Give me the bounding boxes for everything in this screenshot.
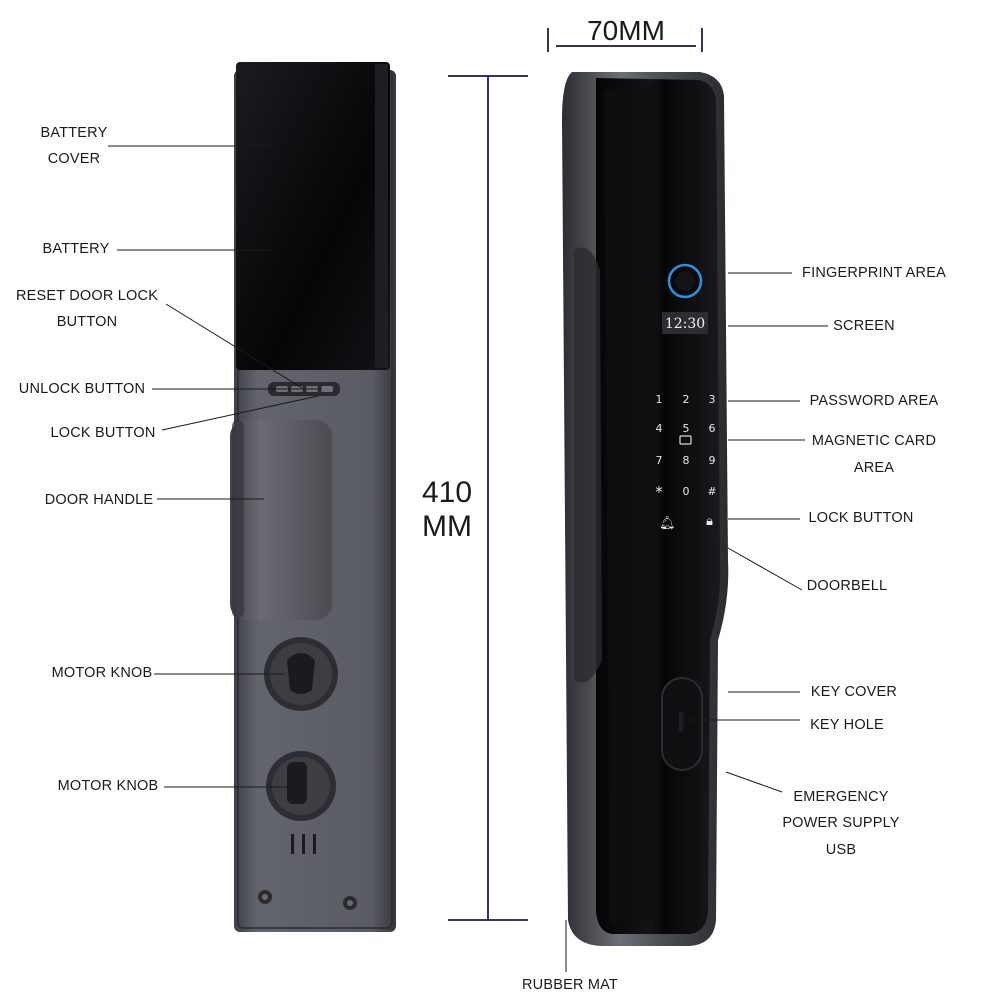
keypad-key: 1 [655,393,663,406]
height-dimension-label-line2: MM [422,510,472,543]
front-panel: 🔔︎ 🔒︎ [562,72,729,946]
label-battery-cover-1: BATTERY [40,125,108,141]
label-emergency-2: POWER SUPPLY [782,815,900,831]
label-motor-knob-2: MOTOR KNOB [57,778,159,794]
label-fingerprint-area: FINGERPRINT AREA [802,265,946,281]
label-door-handle: DOOR HANDLE [44,492,154,508]
label-doorbell: DOORBELL [806,578,888,594]
label-magnetic-card-2: AREA [853,460,895,476]
label-unlock-button: UNLOCK BUTTON [18,381,146,397]
padlock-icon: 🔒︎ [706,514,713,529]
keypad-key: 7 [655,454,663,467]
lock-screen [662,312,708,334]
keypad-key: * [655,483,663,501]
back-panel [230,62,396,932]
screen-time: 12:30 [664,316,706,332]
label-lock-button-right: LOCK BUTTON [808,510,914,526]
height-dimension-label-line1: 410 [421,476,473,509]
keypad-key: 4 [655,422,663,435]
dimension-lines [448,28,703,921]
label-emergency-1: EMERGENCY [793,789,889,805]
card-icon [679,435,692,445]
label-motor-knob-1: MOTOR KNOB [51,665,153,681]
keypad-key: 8 [682,454,690,467]
label-password-area: PASSWORD AREA [809,393,939,409]
keypad-key: 9 [708,454,716,467]
label-battery-cover-2: COVER [47,151,101,167]
label-reset-1: RESET DOOR LOCK [15,288,159,304]
label-rubber-mat: RUBBER MAT [522,977,618,993]
width-dimension-label: 70MM [587,15,665,46]
keypad-key: 5 [682,422,690,435]
keypad-key: 3 [708,393,716,406]
label-key-hole: KEY HOLE [810,717,884,733]
bell-icon: 🔔︎ [659,516,676,531]
label-lock-button-left: LOCK BUTTON [50,425,156,441]
keypad-key: 0 [682,485,690,498]
label-magnetic-card-1: MAGNETIC CARD [811,433,937,449]
label-battery: BATTERY [42,241,110,257]
leader-lines [108,145,828,972]
keypad-key: 2 [682,393,690,406]
door-handle-shape [230,420,332,620]
label-emergency-3: USB [825,842,857,858]
label-screen: SCREEN [833,318,895,334]
label-key-cover: KEY COVER [810,684,898,700]
keypad-key: 6 [708,422,716,435]
keypad-key: # [707,485,717,498]
label-reset-2: BUTTON [56,314,118,330]
